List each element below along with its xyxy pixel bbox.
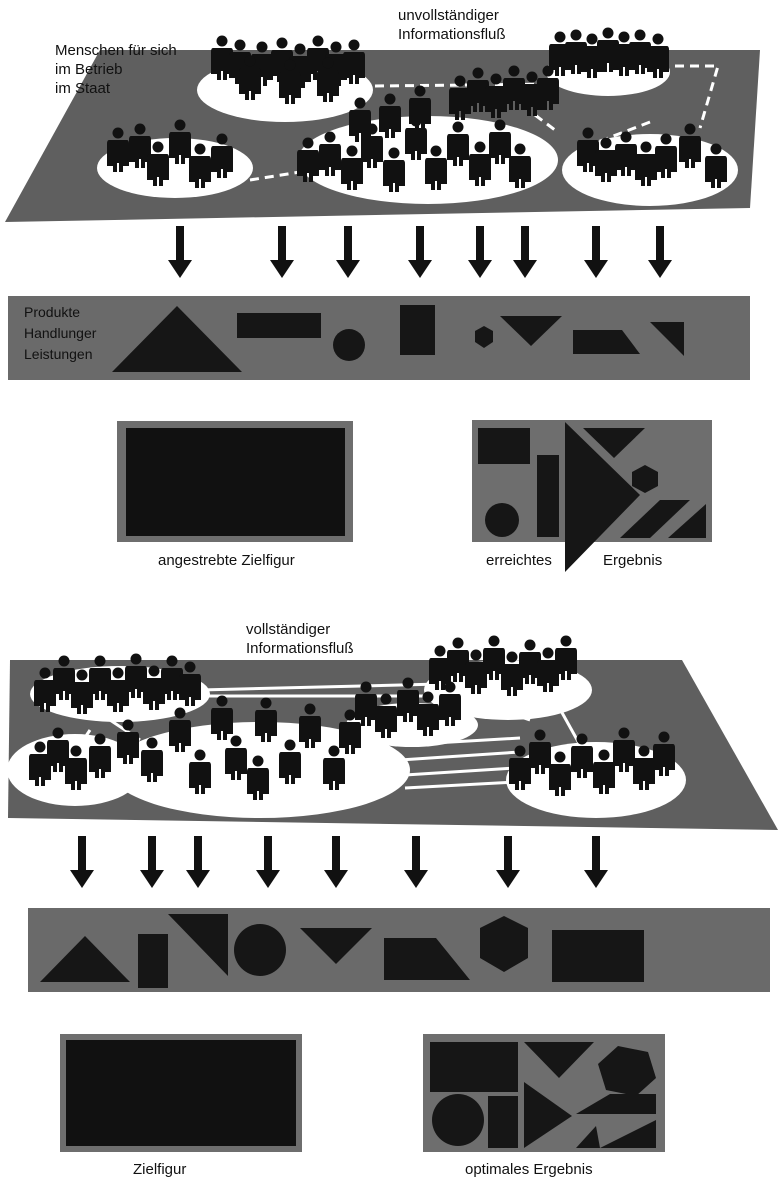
flow-arrow [534,113,556,132]
flow-arrow [249,170,301,182]
result-bar [488,1096,518,1148]
down-arrow [408,226,432,278]
flow-line [469,698,531,722]
flow-line [404,766,516,777]
down-arrow [168,226,192,278]
flow-line [404,780,516,790]
down-arrow [496,836,520,888]
down-arrow [468,226,492,278]
triangle-shape [40,936,130,982]
top-arrows [168,226,672,278]
trapezoid-shape [573,330,640,354]
result-shapes-bottom [430,1042,656,1148]
strip-label-line-2: Handlunger [24,325,97,341]
hexagon-shape [475,326,493,348]
down-arrow [648,226,672,278]
bottom-arrows [70,836,608,888]
people-label-line-2: im Betrieb [55,61,123,78]
flow-line [399,736,521,747]
inverted-triangle-shape [300,928,372,964]
result-bar [537,455,559,537]
top-result-caption-left: erreichtes [486,552,552,569]
result-hexagon [598,1046,656,1096]
flow-line [199,682,441,692]
target-figure-top [126,428,345,536]
result-big-triangle [565,422,640,572]
down-arrow [270,226,294,278]
flow-line [78,729,92,746]
bottom-flow-label: vollständiger Informationsfluß [246,620,354,658]
block-shape [400,305,435,355]
triangle-shape [112,306,242,372]
down-arrow [70,836,94,888]
top-target-caption: angestrebte Zielfigur [158,552,295,569]
result-trapezoid [576,1094,656,1114]
bottom-flow-label-line-2: Informationsfluß [246,640,354,657]
wedge-shape [168,914,228,976]
bottom-flow-label-line-1: vollständiger [246,621,331,638]
top-flow-label: unvollständiger Informationsfluß [398,6,506,44]
inverted-triangle-shape [500,316,562,346]
target-figure-bottom [66,1040,296,1146]
top-panel [5,27,760,572]
circle-shape [333,329,365,361]
result-wedge [600,1120,656,1148]
down-arrow [140,836,164,888]
result-inverted-triangle [524,1042,594,1078]
bottom-panel [7,635,778,1152]
down-arrow [324,836,348,888]
top-product-shapes [112,305,684,372]
result-circle [432,1094,484,1146]
circle-shape [234,924,286,976]
result-shapes-top [478,422,706,572]
flow-arrow [589,120,651,147]
strip-label-line-3: Leistungen [24,346,93,362]
rectangle-shape [552,930,644,982]
people-label: Menschen für sich im Betrieb im Staat [55,41,177,98]
trapezoid-shape [384,938,470,980]
down-arrow [336,226,360,278]
bottom-product-shapes [40,914,644,988]
flow-line [399,750,521,762]
wedge-shape [650,322,684,356]
down-arrow [513,226,537,278]
top-result-caption-right: Ergebnis [603,552,663,569]
strip-label-line-1: Produkte [24,304,81,320]
top-flow-label-line-2: Informationsfluß [398,26,506,43]
result-rect [430,1042,518,1092]
down-arrow [186,836,210,888]
people-label-line-1: Menschen für sich [55,42,177,59]
down-arrow [584,226,608,278]
strip-label: Produkte Handlunger Leistungen [24,302,96,365]
down-arrow [584,836,608,888]
hexagon-shape [480,916,528,972]
bottom-flow-lines [78,682,582,790]
down-arrow [404,836,428,888]
result-wedge [668,504,706,538]
result-parallelogram [620,500,690,538]
result-sliver [576,1126,600,1148]
rectangle-shape [237,313,321,338]
result-inverted-triangle [583,428,645,458]
block-shape [138,934,168,988]
flow-line [553,699,582,746]
bottom-result-caption: optimales Ergebnis [465,1161,593,1178]
top-flow-label-line-1: unvollständiger [398,7,499,24]
result-big-triangle [524,1082,572,1148]
result-hexagon [632,465,658,493]
bottom-target-caption: Zielfigur [133,1161,187,1178]
people-label-line-3: im Staat [55,80,111,97]
down-arrow [256,836,280,888]
result-rect [478,428,530,464]
result-circle [485,503,519,537]
